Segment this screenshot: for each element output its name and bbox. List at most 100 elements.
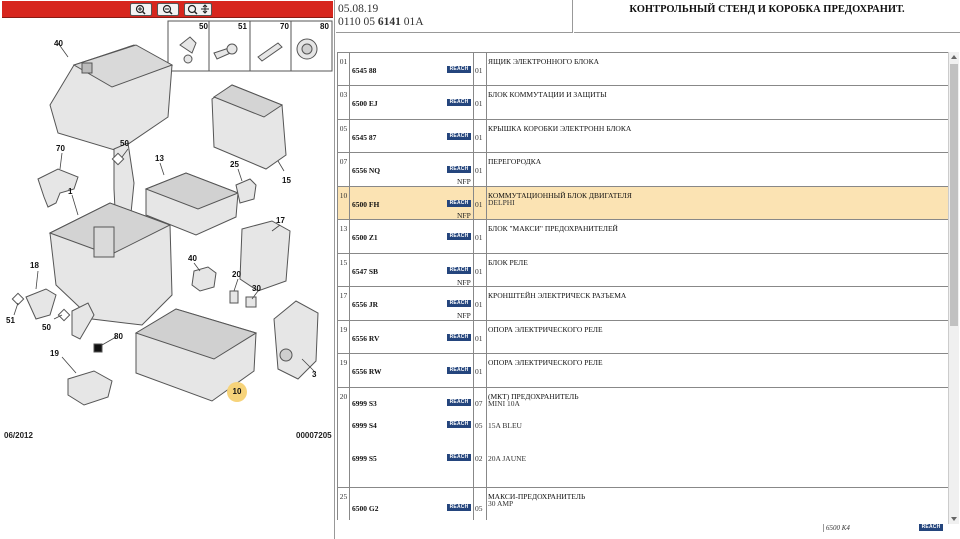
header-date: 05.08.19 xyxy=(338,3,379,15)
reach-badge[interactable]: REACH xyxy=(447,166,471,173)
reach-badge[interactable]: REACH xyxy=(447,300,471,307)
row-position: 25 xyxy=(338,488,350,520)
part-variant: 20A JAUNE xyxy=(488,454,527,463)
row-position: 07 xyxy=(338,153,350,186)
quantity: 01 xyxy=(475,267,483,276)
part-title: МАКСИ-ПРЕДОХРАНИТЕЛЬ xyxy=(488,492,586,501)
quantity: 01 xyxy=(475,66,483,75)
part-reference-link[interactable]: 6999 S5 xyxy=(352,454,377,463)
inset-label-70: 70 xyxy=(280,22,289,31)
header-code: 0110 05 6141 01A xyxy=(338,16,424,28)
reach-badge[interactable]: REACH xyxy=(447,133,471,140)
description-cell: КРЫШКА КОРОБКИ ЭЛЕКТРОНН БЛОКА xyxy=(486,120,948,152)
inset-label-51: 51 xyxy=(238,22,247,31)
part-reference-link[interactable]: 6556 NQ xyxy=(352,166,381,175)
exploded-parts-diagram: 40 50 51 70 80 50 13 25 15 70 1 17 18 40… xyxy=(2,19,333,440)
callout-1: 1 xyxy=(68,187,73,196)
zoom-out-button[interactable] xyxy=(157,3,179,16)
scrollbar-thumb[interactable] xyxy=(950,64,958,326)
part-reference-link[interactable]: 6556 RW xyxy=(352,367,382,376)
reference-cell: 6500 EJ REACH 01 xyxy=(350,86,483,119)
row-position: 20 xyxy=(338,388,350,487)
reach-badge[interactable]: REACH xyxy=(919,524,943,531)
reach-badge[interactable]: REACH xyxy=(447,367,471,374)
reach-badge[interactable]: REACH xyxy=(447,267,471,274)
reach-badge[interactable]: REACH xyxy=(447,454,471,461)
zoom-fit-icon xyxy=(187,4,209,15)
part-reference-link[interactable]: 6545 87 xyxy=(352,133,377,142)
zoom-in-button[interactable] xyxy=(130,3,152,16)
callout-5: 40 xyxy=(54,39,63,48)
callout-50: 50 xyxy=(120,139,129,148)
description-cell: КРОНШТЕЙН ЭЛЕКТРИЧЕСК РАЗЪЕМА xyxy=(486,287,948,320)
part-title: (МКТ) ПРЕДОХРАНИТЕЛЬ xyxy=(488,392,579,401)
reference-line: 6999 S3 REACH 07 xyxy=(350,399,483,410)
part-variant: DELPHI xyxy=(488,198,515,207)
part-reference-link[interactable]: 6545 88 xyxy=(352,66,377,75)
part-reference-link[interactable]: 6500 FH xyxy=(352,200,380,209)
row-position: 19 xyxy=(338,354,350,387)
parts-drawing xyxy=(11,20,333,406)
zoom-fit-button[interactable] xyxy=(184,3,212,16)
quantity: 01 xyxy=(475,334,483,343)
reach-badge[interactable]: REACH xyxy=(447,66,471,73)
part-reference-link[interactable]: 6999 S3 xyxy=(352,399,377,408)
reach-badge[interactable]: REACH xyxy=(447,399,471,406)
callout-51: 51 xyxy=(6,316,15,325)
callout-15: 15 xyxy=(282,176,291,185)
status-bar: 6500 K4 REACH xyxy=(336,520,960,539)
callout-17: 17 xyxy=(276,216,285,225)
reach-badge[interactable]: REACH xyxy=(447,421,471,428)
diagram-panel: 40 50 51 70 80 50 13 25 15 70 1 17 18 40… xyxy=(0,0,335,539)
description-cell: ПЕРЕГОРОДКА xyxy=(486,153,948,186)
reach-badge[interactable]: REACH xyxy=(447,504,471,511)
diagram-date: 06/2012 xyxy=(4,431,33,440)
reach-badge[interactable]: REACH xyxy=(447,99,471,106)
nfp-flag: NFP xyxy=(457,311,471,320)
reach-badge[interactable]: REACH xyxy=(447,334,471,341)
quantity: 01 xyxy=(475,367,483,376)
diagram-ref: 00007205 xyxy=(296,431,332,440)
row-position: 01 xyxy=(338,53,350,85)
part-reference-link[interactable]: 6556 RV xyxy=(352,334,380,343)
scroll-down-icon[interactable] xyxy=(951,517,957,521)
part-reference-link[interactable]: 6500 Z1 xyxy=(352,233,378,242)
callout-40: 40 xyxy=(188,254,197,263)
part-reference-link[interactable]: 6500 G2 xyxy=(352,504,379,513)
part-reference-link[interactable]: 6556 JR xyxy=(352,300,379,309)
inset-label-80: 80 xyxy=(320,22,329,31)
reach-badge[interactable]: REACH xyxy=(447,200,471,207)
reach-badge[interactable]: REACH xyxy=(447,233,471,240)
part-variant: 30 AMP xyxy=(488,499,514,508)
callout-10-highlight[interactable]: 10 xyxy=(227,382,247,402)
callout-30: 30 xyxy=(252,284,261,293)
scroll-up-icon[interactable] xyxy=(951,55,957,59)
quantity: 07 xyxy=(475,399,483,408)
description-cell: БЛОК КОММУТАЦИИ И ЗАЩИТЫ xyxy=(486,86,948,119)
part-reference-link[interactable]: 6500 EJ xyxy=(352,99,378,108)
vertical-scrollbar[interactable] xyxy=(948,52,959,524)
part-reference-link[interactable]: 6547 SB xyxy=(352,267,379,276)
part-reference-link[interactable]: 6999 S4 xyxy=(352,421,377,430)
quantity: 01 xyxy=(475,99,483,108)
nfp-flag: NFP xyxy=(457,211,471,220)
quantity: 01 xyxy=(475,300,483,309)
